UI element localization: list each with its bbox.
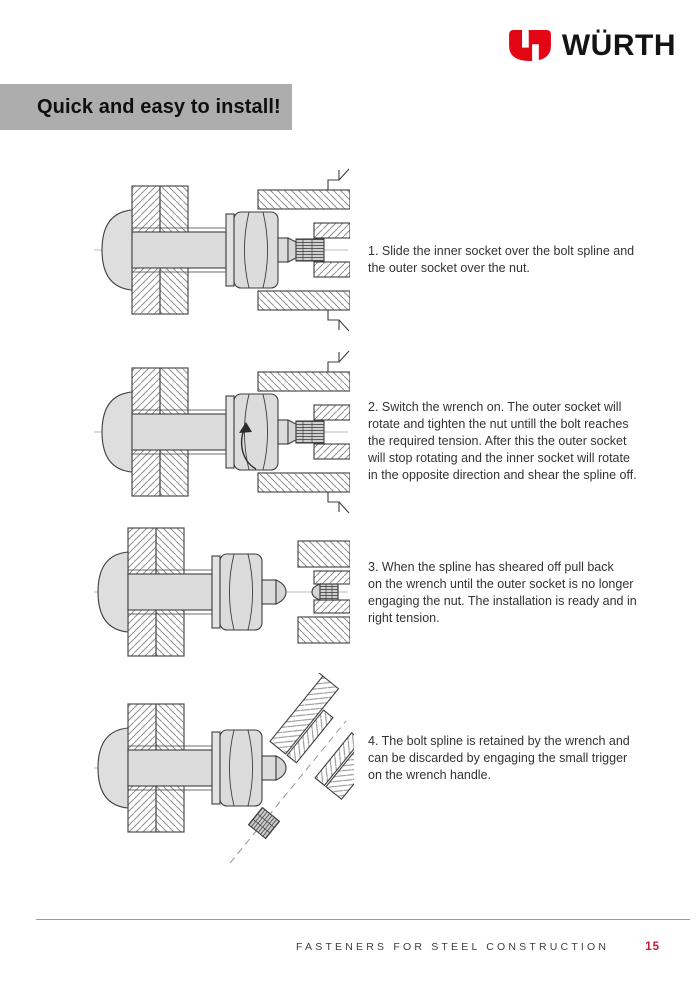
title-banner: Quick and easy to install! (0, 84, 292, 130)
wuerth-emblem-icon (508, 30, 551, 61)
wuerth-logo: WÜRTH (508, 28, 676, 62)
step-2-illustration (94, 350, 350, 514)
footer-caption: FASTENERS FOR STEEL CONSTRUCTION (296, 941, 610, 953)
step-3-illustration (94, 527, 350, 657)
footer: FASTENERS FOR STEEL CONSTRUCTION 15 (296, 941, 660, 953)
step-4-illustration (94, 673, 354, 864)
discarded-spline-piece (247, 806, 281, 840)
step-4-text: 4. The bolt spline is retained by the wr… (368, 734, 630, 782)
step-3-text: 3. When the spline has sheared off pull … (368, 560, 637, 625)
wuerth-wordmark: WÜRTH (561, 28, 676, 62)
page-title: Quick and easy to install! (37, 95, 281, 118)
step-1-illustration (94, 168, 350, 332)
step-1-text: 1. Slide the inner socket over the bolt … (368, 244, 635, 275)
footer-divider (36, 919, 690, 920)
step-2-text: 2. Switch the wrench on. The outer socke… (368, 400, 637, 482)
page-number: 15 (645, 941, 660, 953)
